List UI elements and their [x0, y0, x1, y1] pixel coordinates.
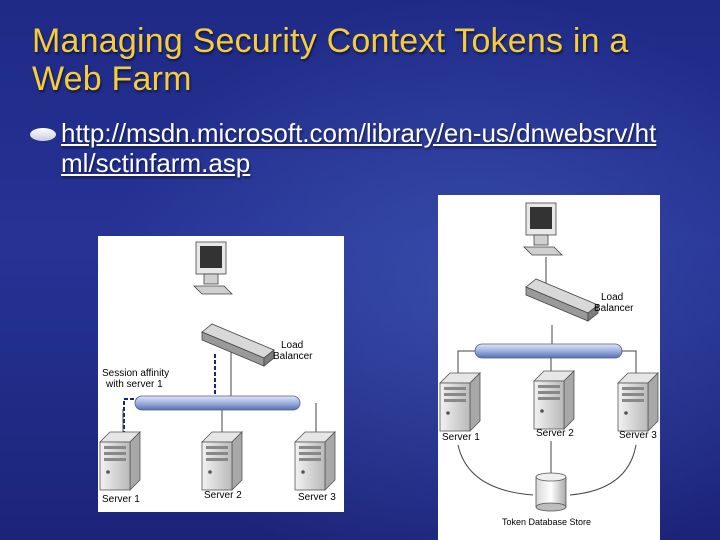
server-2-label: Server 2: [536, 428, 574, 439]
right-diagram-panel: Load Balancer Server 1 Server 2 Server 3…: [438, 195, 660, 540]
network-bus: [474, 343, 623, 359]
session-affinity-label-1: Session affinity: [102, 368, 169, 379]
load-balancer-icon: [525, 278, 599, 322]
network-bus: [134, 395, 301, 411]
server-1-icon: [99, 431, 141, 491]
server-3-icon: [294, 431, 336, 491]
token-database-diagram: Load Balancer Server 1 Server 2 Server 3…: [439, 202, 659, 527]
server-1-icon: [439, 372, 481, 432]
server-1-label: Server 1: [102, 494, 140, 505]
server-3-icon: [617, 372, 659, 432]
left-diagram-panel: Load Balancer Session affinity with serv…: [98, 236, 344, 512]
client-computer-icon: [523, 202, 563, 256]
server-3-label: Server 3: [619, 430, 657, 441]
load-balancer-label-1: Load: [281, 340, 303, 351]
bullet-icon: [30, 128, 56, 141]
token-store-label: Token Database Store: [502, 517, 591, 527]
msdn-link[interactable]: http://msdn.microsoft.com/library/en-us/…: [61, 118, 657, 178]
load-balancer-label-2: Balancer: [594, 303, 634, 314]
server-3-label: Server 3: [298, 492, 336, 503]
load-balancer-icon: [201, 323, 275, 367]
server-1-label: Server 1: [442, 432, 480, 443]
load-balancer-label-2: Balancer: [273, 351, 313, 362]
load-balancer-label-1: Load: [601, 292, 623, 303]
session-affinity-diagram: Load Balancer Session affinity with serv…: [99, 241, 336, 505]
server-2-icon: [533, 370, 575, 430]
slide-title: Managing Security Context Tokens in a We…: [32, 22, 629, 98]
database-icon: [535, 472, 567, 512]
client-computer-icon: [193, 241, 233, 295]
server-2-label: Server 2: [204, 490, 242, 501]
session-affinity-label-2: with server 1: [105, 379, 163, 390]
server-2-icon: [201, 431, 243, 491]
